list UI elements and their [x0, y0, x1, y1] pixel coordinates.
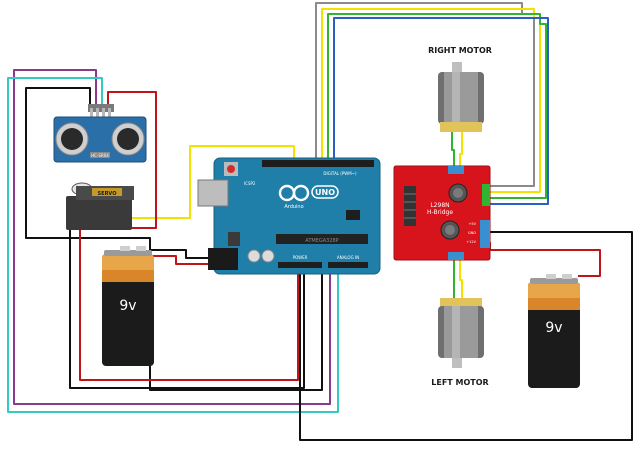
battery-left: 9v: [102, 246, 154, 366]
ultrasonic-sensor: HC-SR04: [53, 104, 147, 163]
wire-yellow-left-motor: [459, 260, 463, 302]
hbridge-pin-gnd: GND: [468, 231, 476, 235]
wire-black-sensor-gnd: [25, 87, 323, 391]
arduino-uno-board: DIGITAL (PWM~) UNO Arduino ICSP2 ATMEGA3…: [197, 157, 381, 275]
wire-black-arduino-power: [69, 226, 305, 389]
ultrasonic-label: HC-SR04: [91, 153, 109, 158]
usb-port: [197, 179, 229, 207]
wire-black-battery-right: [299, 231, 633, 441]
wire-green-control: [327, 13, 547, 199]
arduino-header-power: POWER: [293, 255, 308, 260]
right-motor-label: RIGHT MOTOR: [428, 46, 492, 55]
hbridge-pin-5v: +5V: [468, 222, 476, 226]
arduino-brand: Arduino: [284, 204, 303, 210]
hbridge-pin-12v: +12V: [466, 240, 476, 244]
l298n-hbridge: L298N H-Bridge +5V GND +12V: [393, 165, 491, 261]
wire-black-battery-left: [150, 249, 214, 259]
hbridge-title: L298N: [430, 202, 449, 209]
left-motor-label: LEFT MOTOR: [431, 378, 488, 387]
wire-red-battery-left: [150, 255, 214, 265]
left-motor: [438, 298, 484, 368]
wire-red-arduino-power: [79, 216, 299, 381]
arduino-icsp: ICSP2: [244, 181, 256, 186]
servo-label: SERVO: [98, 191, 117, 197]
wire-blue-control: [333, 17, 549, 205]
wire-yellow-right-motor: [459, 126, 463, 168]
battery-right-label: 9v: [545, 320, 562, 336]
arduino-header-digital: DIGITAL (PWM~): [323, 171, 357, 176]
arduino-model: UNO: [315, 188, 335, 197]
barrel-jack: [208, 248, 238, 270]
arduino-chip: ATMEGA328P: [305, 238, 338, 244]
arduino-header-analog: ANALOG IN: [337, 255, 359, 260]
atmega-chip: [276, 234, 368, 244]
battery-left-label: 9v: [119, 298, 136, 314]
wire-cyan-sensor: [7, 77, 339, 413]
wire-green-right-motor: [451, 126, 455, 168]
hbridge-subtitle: H-Bridge: [427, 209, 453, 216]
wire-purple-sensor: [13, 69, 331, 405]
battery-right: 9v: [528, 274, 580, 388]
servo-motor: SERVO: [66, 182, 134, 230]
right-motor: [438, 62, 484, 132]
wire-yellow-servo: [128, 145, 295, 219]
arduino-logo-icon: [278, 184, 310, 202]
reset-button: [227, 165, 235, 173]
wire-red-sensor-vcc: [107, 91, 157, 229]
wire-red-battery-right: [489, 242, 601, 277]
